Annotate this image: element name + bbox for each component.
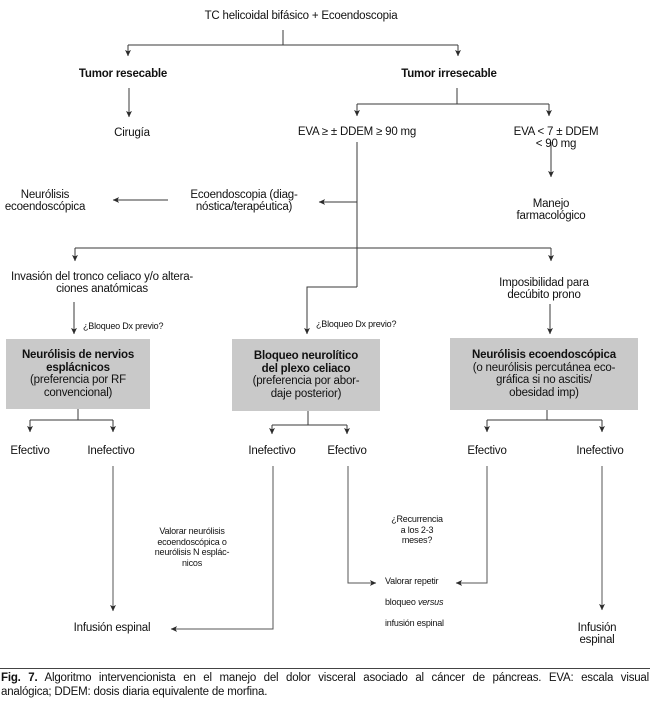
box-title: Neurólisis ecoendoscópica — [472, 349, 616, 361]
note-line: bloqueo versus — [385, 597, 444, 608]
node-root: TC helicoidal bifásico + Ecoendoscopia — [204, 10, 398, 22]
note-line: Valorar repetir — [385, 575, 439, 586]
node-tumor-irresecable: Tumor irresecable — [401, 68, 497, 80]
box-detail: (preferencia por abor- daje posterior) — [252, 375, 360, 400]
note-valorar-repetir: Valorar repetir bloqueo versus infusión … — [385, 565, 444, 639]
node-neurolisis-ecoendoscopica: Neurólisis ecoendoscópica — [4, 189, 86, 213]
note-versus-italic: versus — [417, 596, 444, 607]
flowchart-connectors — [27, 30, 605, 632]
box-detail: (preferencia por RF convencional) — [30, 374, 126, 399]
caption-figure-label: Fig. 7. — [1, 672, 38, 684]
box-neurolisis-ecoendoscopica: Neurólisis ecoendoscópica (o neurólisis … — [450, 338, 638, 410]
node-eva-baja: EVA < 7 ± DDEM < 90 mg — [513, 126, 599, 150]
note-text: bloqueo — [385, 596, 418, 607]
node-cirugia: Cirugía — [114, 127, 150, 139]
caption-line-1: Fig. 7. Algoritmo intervencionista en el… — [1, 672, 649, 686]
figure-caption: Fig. 7. Algoritmo intervencionista en el… — [0, 668, 650, 699]
caption-line-2: analógica; DDEM: dosis diaria equivalent… — [1, 685, 268, 698]
outcome-mid-efectivo: Efectivo — [327, 445, 367, 457]
terminal-infusion-espinal-izquierda: Infusión espinal — [73, 622, 151, 634]
outcome-right-inefectivo: Inefectivo — [576, 445, 624, 457]
connector-stems — [30, 30, 602, 426]
note-line: infusión espinal — [385, 617, 444, 628]
outcome-mid-inefectivo: Inefectivo — [248, 445, 296, 457]
label-recurrencia: ¿Recurrencia a los 2-3 meses? — [391, 514, 443, 545]
note-valorar-neurolisis: Valorar neurólisis ecoendoscópica o neur… — [154, 526, 230, 568]
label-bloqueo-dx-centro: ¿Bloqueo Dx previo? — [316, 319, 397, 329]
outcome-right-efectivo: Efectivo — [467, 445, 507, 457]
box-title: Neurólisis de nervios esplácnicos — [21, 349, 135, 374]
node-tumor-resecable: Tumor resecable — [78, 68, 168, 80]
node-imposibilidad-decubito: Imposibilidad para decúbito prono — [499, 277, 589, 301]
terminal-infusion-espinal-derecha: Infusión espinal — [577, 622, 617, 646]
node-ecoendoscopia: Ecoendoscopia (diag- nóstica/terapéutica… — [190, 189, 298, 213]
box-title: Bloqueo neurolítico del plexo celiaco — [253, 350, 359, 375]
box-neurolisis-esplacnicos: Neurólisis de nervios esplácnicos (prefe… — [6, 339, 150, 409]
node-eva-alta: EVA ≥ ± DDEM ≥ 90 mg — [297, 126, 417, 138]
caption-text: Algoritmo intervencionista en el manejo … — [44, 672, 650, 684]
box-bloqueo-plexo-celiaco: Bloqueo neurolítico del plexo celiaco (p… — [232, 339, 380, 411]
outcome-left-inefectivo: Inefectivo — [87, 445, 135, 457]
node-manejo-farmacologico: Manejo farmacológico — [516, 198, 586, 222]
connector-arrows — [27, 45, 605, 632]
label-bloqueo-dx-izquierda: ¿Bloqueo Dx previo? — [83, 321, 164, 331]
outcome-left-efectivo: Efectivo — [10, 445, 50, 457]
node-invasion-tronco: Invasión del tronco celiaco y/o altera- … — [10, 271, 194, 295]
box-detail: (o neurólisis percutánea eco- gráfica si… — [472, 361, 616, 399]
